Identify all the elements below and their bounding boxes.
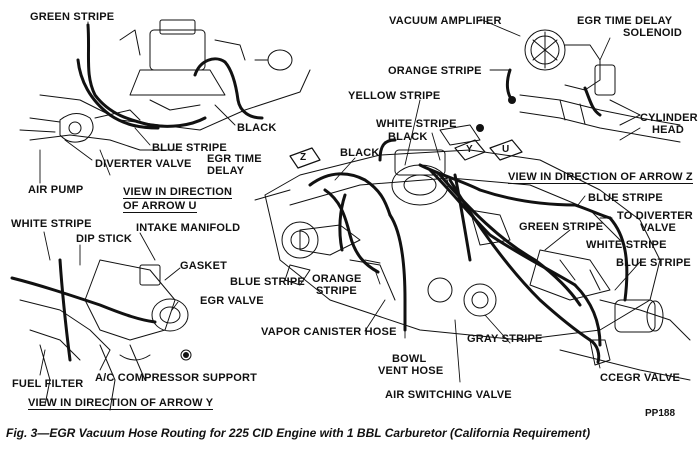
label-to-diverter-valve-1: TO DIVERTER [617, 210, 693, 222]
label-egr-valve: EGR VALVE [200, 295, 264, 307]
figure-caption: Fig. 3—EGR Vacuum Hose Routing for 225 C… [6, 426, 591, 440]
arrow-badge-z: Z [300, 152, 307, 163]
label-white-stripe-right: WHITE STRIPE [586, 239, 667, 251]
label-white-stripe-mid: WHITE STRIPE [376, 118, 457, 130]
label-gasket: GASKET [180, 260, 228, 272]
label-green-stripe-top: GREEN STRIPE [30, 11, 115, 23]
label-cylinder-head-2: HEAD [652, 124, 684, 136]
label-air-switching-valve: AIR SWITCHING VALVE [385, 389, 512, 401]
label-vacuum-amplifier: VACUUM AMPLIFIER [389, 15, 502, 27]
view-arrow-u-line1: VIEW IN DIRECTION [123, 186, 233, 199]
label-green-stripe-mid: GREEN STRIPE [519, 221, 604, 233]
label-egr-time-delay-solenoid-2: SOLENOID [623, 27, 683, 39]
view-arrow-u-line2: OF ARROW U [123, 200, 197, 213]
label-bowl-vent-hose-2: VENT HOSE [378, 365, 444, 377]
label-blue-stripe-right: BLUE STRIPE [588, 192, 663, 204]
label-diverter-valve: DIVERTER VALVE [95, 158, 192, 170]
label-bowl-vent-hose-1: BOWL [392, 353, 427, 365]
label-egr-time-delay-solenoid-1: EGR TIME DELAY [577, 15, 673, 27]
label-orange-stripe-top: ORANGE STRIPE [388, 65, 482, 77]
label-dip-stick: DIP STICK [76, 233, 132, 245]
arrow-badge-u: U [502, 144, 510, 155]
label-air-pump: AIR PUMP [28, 184, 84, 196]
leader-lines [39, 18, 641, 383]
label-gray-stripe: GRAY STRIPE [467, 333, 543, 345]
label-orange-stripe-center-1: ORANGE [312, 273, 362, 285]
label-orange-stripe-center-2: STRIPE [316, 285, 357, 297]
label-cylinder-head-1: CYLINDER [640, 112, 698, 124]
label-blue-stripe-right2: BLUE STRIPE [616, 257, 691, 269]
arrow-badge-y: Y [466, 144, 473, 155]
label-egr-time-delay-2: DELAY [207, 165, 245, 177]
view-arrow-y: VIEW IN DIRECTION OF ARROW Y [28, 397, 214, 410]
label-yellow-stripe: YELLOW STRIPE [348, 90, 441, 102]
label-egr-time-delay-1: EGR TIME [207, 153, 262, 165]
top-left-inset [19, 19, 311, 151]
label-fuel-filter: FUEL FILTER [12, 378, 84, 390]
label-to-diverter-valve-2: VALVE [640, 222, 677, 234]
label-intake-manifold: INTAKE MANIFOLD [136, 222, 241, 234]
figure-code: PP188 [645, 408, 676, 419]
label-ccegr-valve: CCEGR VALVE [600, 372, 681, 384]
label-blue-stripe-center: BLUE STRIPE [230, 276, 305, 288]
top-right-inset [519, 29, 681, 143]
view-arrow-z: VIEW IN DIRECTION OF ARROW Z [508, 171, 693, 184]
label-black-mid: BLACK [340, 147, 380, 159]
label-ac-compressor-support: A/C COMPRESSOR SUPPORT [95, 372, 258, 384]
label-vapor-canister-hose: VAPOR CANISTER HOSE [261, 326, 397, 338]
bottom-left-inset [19, 259, 192, 411]
label-black-top-left: BLACK [237, 122, 277, 134]
bottom-right-assembly [559, 299, 691, 381]
label-blue-stripe-top-left: BLUE STRIPE [152, 142, 227, 154]
label-white-stripe-left: WHITE STRIPE [11, 218, 92, 230]
arrow-badges [289, 139, 523, 169]
label-black-mid2: BLACK [388, 131, 428, 143]
